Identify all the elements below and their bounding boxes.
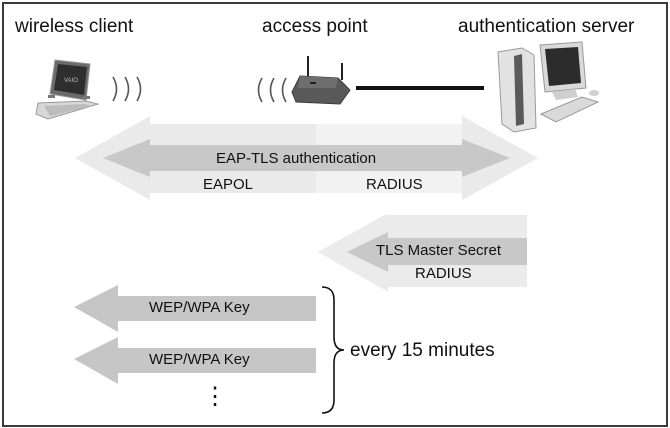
laptop-icon: VAIO — [35, 59, 100, 120]
ap-radio-waves-icon — [257, 77, 287, 103]
client-radio-waves-icon — [112, 76, 142, 102]
eap-tls-arrow — [75, 116, 538, 200]
key-label-1: WEP/WPA Key — [149, 299, 250, 316]
master-secret-arrow — [318, 213, 527, 292]
access-point-label: access point — [262, 16, 368, 37]
eapol-label: EAPOL — [203, 176, 254, 193]
master-secret-radius-label: RADIUS — [415, 265, 472, 282]
interval-brace — [321, 286, 345, 414]
svg-text:VAIO: VAIO — [64, 78, 78, 84]
key-label-2: WEP/WPA Key — [149, 351, 250, 368]
wireless-router-icon — [291, 56, 351, 105]
key-arrow-2 — [74, 337, 316, 384]
eap-tls-title: EAP-TLS authentication — [216, 150, 377, 167]
key-arrow-1 — [74, 285, 316, 332]
interval-label: every 15 minutes — [350, 340, 495, 361]
master-secret-inner-arrow — [347, 232, 527, 272]
wireless-client-label: wireless client — [15, 16, 134, 37]
desktop-computer-icon — [497, 41, 600, 133]
master-secret-title: TLS Master Secret — [376, 242, 502, 259]
eap-tls-inner-arrow — [103, 139, 510, 177]
radius-label: RADIUS — [366, 176, 423, 193]
ellipsis-more-keys: ⋮ — [203, 383, 227, 410]
authentication-server-label: authentication server — [458, 16, 635, 37]
